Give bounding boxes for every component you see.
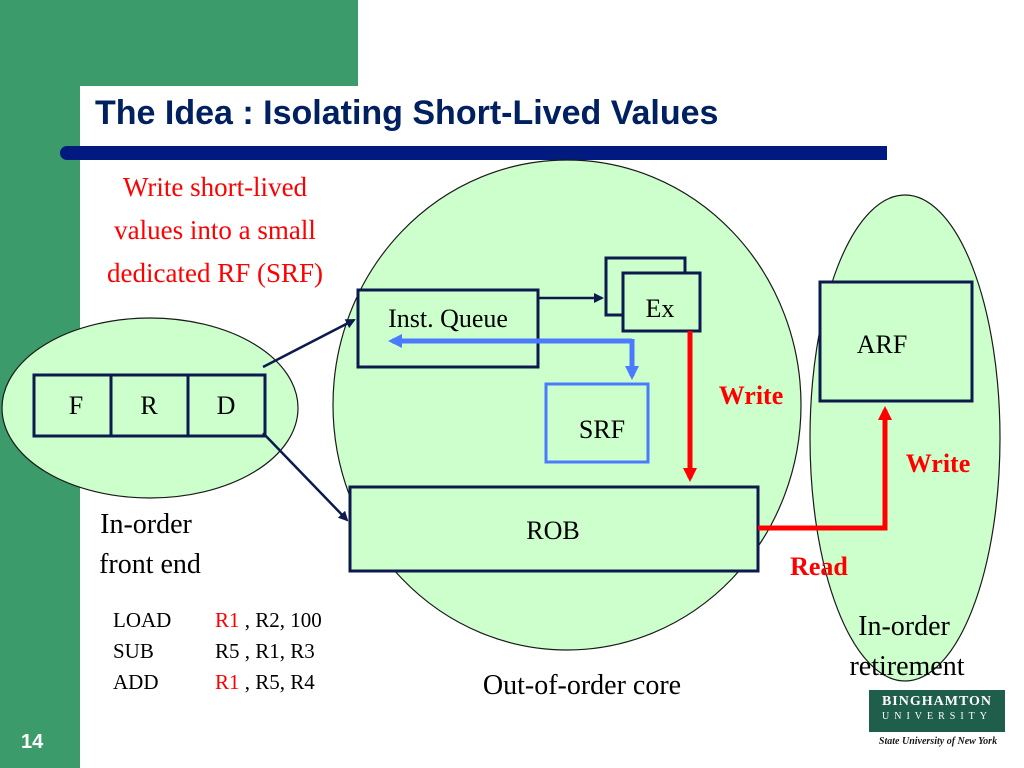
srf-box (544, 382, 650, 464)
srf-note-line-2: values into a small (114, 215, 316, 245)
instruction-opcode: SUB (113, 639, 154, 663)
stage-d-box (186, 373, 267, 438)
front-end-label-line-1: In-order (100, 509, 192, 540)
read-label: Read (790, 552, 848, 581)
instruction-opcode: ADD (113, 670, 159, 694)
arrow-front-end-to-inst-queue (262, 318, 356, 369)
arf-label: ARF (857, 330, 908, 359)
logo-subname: UNIVERSITY (882, 711, 992, 722)
srf-label: SRF (579, 415, 625, 444)
out-of-order-core-label: Out-of-order core (483, 670, 681, 701)
instruction-operands: , R1, R3 (245, 639, 315, 663)
logo-tagline: State University of New York (878, 736, 998, 747)
srf-note-line-1: Write short-lived (123, 172, 308, 202)
arf-box (818, 280, 974, 403)
stage-d-label: D (217, 391, 236, 420)
inst-queue-label: Inst. Queue (388, 304, 508, 333)
slide-number: 14 (21, 731, 44, 753)
logo-name: BINGHAMTON (881, 694, 993, 709)
instruction-dest: R1 (215, 608, 240, 632)
ex-label: Ex (646, 294, 675, 323)
instruction-opcode: LOAD (113, 608, 171, 632)
inst-queue-box (356, 288, 540, 369)
instruction-operands: , R2, 100 (245, 608, 322, 632)
instruction-operands: , R5, R4 (245, 670, 316, 694)
instruction-dest: R5 (215, 639, 240, 663)
retirement-label-line-2: retirement (849, 651, 964, 682)
top-green-band (0, 0, 358, 86)
slide-title: The Idea : Isolating Short-Lived Values (95, 94, 719, 132)
retirement-label-line-1: In-order (858, 611, 950, 642)
pipeline-stages: F R D (32, 373, 267, 438)
arrow-rob-to-arf (758, 406, 892, 531)
retirement-write-label: Write (906, 449, 971, 478)
university-logo: BINGHAMTON UNIVERSITY (869, 690, 1005, 732)
srf-note-line-3: dedicated RF (SRF) (107, 258, 323, 288)
front-end-label-line-2: front end (99, 549, 201, 580)
stage-r-label: R (140, 391, 158, 420)
instruction-dest: R1 (215, 670, 240, 694)
arrow-front-end-to-rob (262, 432, 349, 522)
stage-f-label: F (69, 391, 83, 420)
in-order-retirement-ellipse (809, 194, 1001, 682)
instruction-line-2: SUB R5 , R1, R3 (113, 639, 315, 663)
instruction-line-3: ADD R1 , R5, R4 (113, 670, 315, 694)
rob-label: ROB (526, 516, 579, 545)
ex-box-front (621, 271, 702, 333)
title-underline (60, 146, 887, 160)
instruction-line-1: LOAD R1 , R2, 100 (113, 608, 322, 632)
core-write-label: Write (719, 381, 784, 410)
